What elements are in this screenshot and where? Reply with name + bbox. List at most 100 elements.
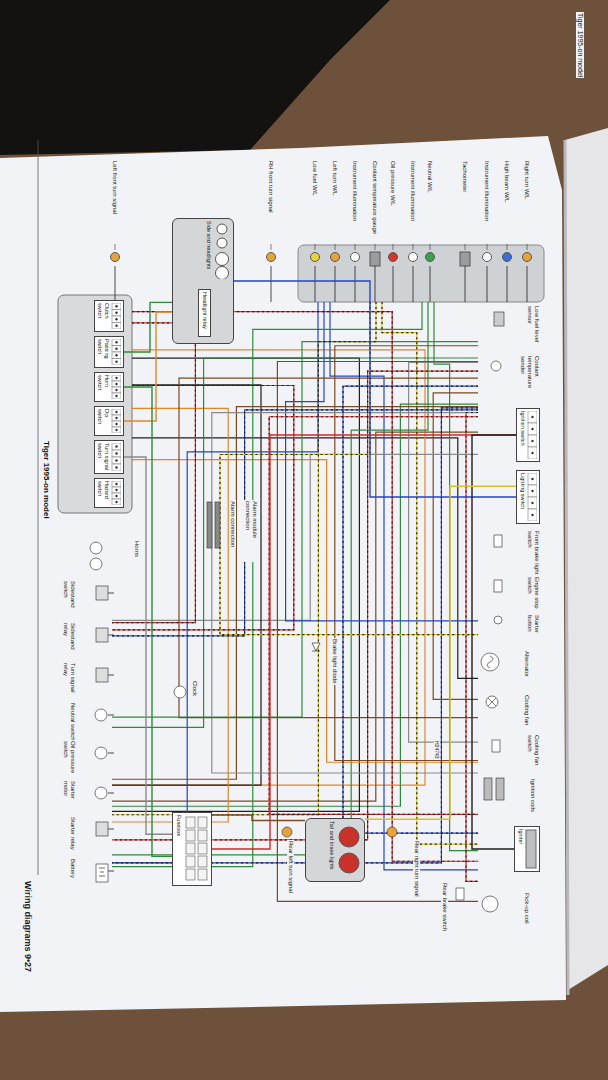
leader-line [527,244,528,250]
relay-symbol [96,628,108,642]
part-label: Rear brake switch [441,882,448,932]
relay-box: Headlight relay [199,289,212,337]
wire [343,386,478,833]
bulb-symbol [503,253,512,262]
switch-box: Dip switch [94,406,124,436]
contact-dot [531,502,533,504]
part-label: High beam W/L [503,160,510,203]
contact-dot [115,429,117,431]
switch-symbol [494,535,502,547]
switch-table-cell [112,450,121,457]
part-label: Rear left turn signal [287,840,294,894]
wire [108,715,114,716]
leader-line [355,244,356,250]
fuse-symbol [186,830,195,841]
part-label: Oil pressure W/L [389,160,396,207]
relay-symbol [96,668,108,682]
contact-dot [115,325,117,327]
switch-box: Hazard switch [94,478,124,508]
contact-dot [115,354,117,356]
component-illustration [336,821,362,879]
part-label: Cooling fan switch [526,734,540,776]
part-label: Ignition coils [529,778,536,813]
wire [330,302,478,870]
component-illustration [111,409,121,433]
component-illustration [525,829,537,869]
bulb-symbol [387,827,397,837]
leader-line [465,244,466,250]
bulb-symbol [282,827,292,837]
page-footer: Wiring diagrams 9•27 [23,880,33,973]
switch-box: Passing switch [94,336,124,368]
bulb-symbol [311,253,320,262]
rotated-page: Side and headlightsHeadlight relayClutch… [10,140,570,1020]
contact-dot [531,428,533,430]
switch-table-cell [112,464,121,471]
part-label: Low fuel W/L [311,160,318,197]
leader-line [413,244,414,250]
component-illustration [111,339,121,365]
wire [433,393,478,700]
wire [112,302,318,863]
fuse-symbol [186,856,195,867]
contact-dot [115,377,117,379]
wire [465,266,466,302]
switch-symbol [492,740,500,752]
wire [112,454,478,620]
part-label: Alternator [523,650,530,678]
wire-tracer [112,410,478,636]
contact-dot [531,514,533,516]
component-name: Tail and brake lights [329,821,336,879]
switch-symbol [494,580,502,592]
contact-dot [115,452,117,454]
switch-table-cell [112,409,121,415]
bulb-symbol [216,253,229,266]
light-unit-panel: Side and headlightsHeadlight relay [172,218,234,344]
wire [112,386,294,630]
wire-connection [234,281,516,497]
sensor-symbol [494,312,504,326]
leader-line [507,244,508,250]
contact-dot [115,383,117,385]
bulb-symbol [483,253,492,262]
component-symbol [95,747,107,759]
diagram-title: Tiger 1995-on model [42,440,51,520]
wire [315,266,316,302]
switch-table-cell [528,473,537,485]
bulb-symbol [409,253,418,262]
wire [112,408,228,822]
wire [108,675,114,676]
component-name: Turn signal switch [97,443,110,471]
wire [112,358,359,811]
dark-corner [0,0,390,155]
switch-table-cell [528,447,537,459]
component-illustration [111,443,121,471]
book-page [0,136,566,1012]
bulb-symbol [339,827,359,847]
contact-dot [115,417,117,419]
coil-symbol [484,778,492,800]
component-illustration [183,815,209,883]
contact-dot [115,389,117,391]
wire [409,362,478,742]
wire [277,361,478,901]
part-label: Coolant temperature sender [519,355,540,407]
diode-symbol [312,643,320,651]
component-name: Hazard switch [97,481,110,505]
wire [112,385,261,785]
contact-dot [531,490,533,492]
part-label: Left front turn signal [111,160,118,215]
wire-connection [124,387,172,856]
wire [355,266,356,302]
page-gutter [565,140,568,995]
switch-table-cell [112,339,121,346]
component-illustration [527,473,537,521]
contact-dot [115,495,117,497]
wire [212,413,478,773]
part-label: Right turn W/L [523,160,530,200]
contact-dot [531,452,533,454]
contact-dot [115,312,117,314]
part-label: Left turn W/L [331,160,338,196]
sender-symbol [491,361,501,371]
contact-dot [115,466,117,468]
